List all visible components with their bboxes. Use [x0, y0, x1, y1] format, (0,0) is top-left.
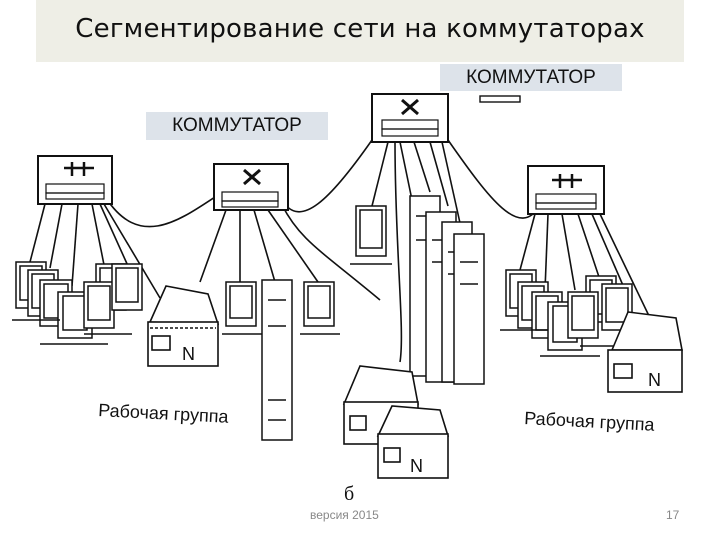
hub-icon	[552, 174, 582, 188]
printer-icon	[147, 285, 220, 367]
monitor-icon	[83, 281, 115, 329]
monitor-icon	[111, 263, 143, 311]
title-bar: Сегментирование сети на коммутаторах	[36, 0, 684, 62]
monitor-icon	[567, 291, 599, 339]
link-center-to-server-1	[399, 141, 413, 201]
printer-letter-right: N	[648, 370, 661, 390]
slide-title: Сегментирование сети на коммутаторах	[75, 14, 645, 44]
figure-letter: б	[344, 483, 354, 505]
left-workgroup-monitors	[12, 261, 143, 345]
monitor-icon	[303, 281, 335, 327]
server-tower-icon	[261, 279, 293, 441]
link-center-to-monitor	[371, 141, 389, 207]
printer-letter-left: N	[182, 344, 195, 364]
switch-label-left: КОММУТАТОР	[146, 112, 328, 140]
page-number: 17	[666, 508, 680, 522]
workgroup-label-right: Рабочая группа	[524, 408, 656, 435]
link-center-to-server-2	[413, 141, 431, 193]
workgroup-label-left: Рабочая группа	[98, 400, 230, 427]
server-tower-icon	[453, 233, 485, 385]
right-hub	[527, 165, 605, 215]
printer-icon	[607, 311, 683, 393]
central-switch	[371, 93, 521, 143]
hub-icon	[64, 162, 94, 176]
link-center-to-printer-b	[394, 141, 403, 363]
monitor-icon	[601, 283, 633, 331]
link-left-switch-to-left-hub	[105, 194, 219, 228]
link-center-to-server-3	[429, 141, 449, 207]
link-center-to-left-switch	[281, 139, 373, 213]
printer-icon	[376, 405, 450, 479]
link-center-to-right-hub	[447, 139, 541, 219]
footer-version: версия 2015	[310, 508, 379, 522]
switch-icon	[243, 168, 261, 186]
left-hub	[37, 155, 113, 205]
printer-letter-center: N	[410, 456, 423, 476]
switch-icon	[401, 98, 419, 116]
switch-label-top: КОММУТАТОР	[440, 64, 622, 91]
monitor-icon	[355, 205, 387, 257]
link-center-to-server-4	[441, 141, 463, 233]
monitor-icon	[225, 281, 257, 327]
left-switch	[213, 163, 289, 211]
right-workgroup-monitors	[500, 269, 633, 357]
